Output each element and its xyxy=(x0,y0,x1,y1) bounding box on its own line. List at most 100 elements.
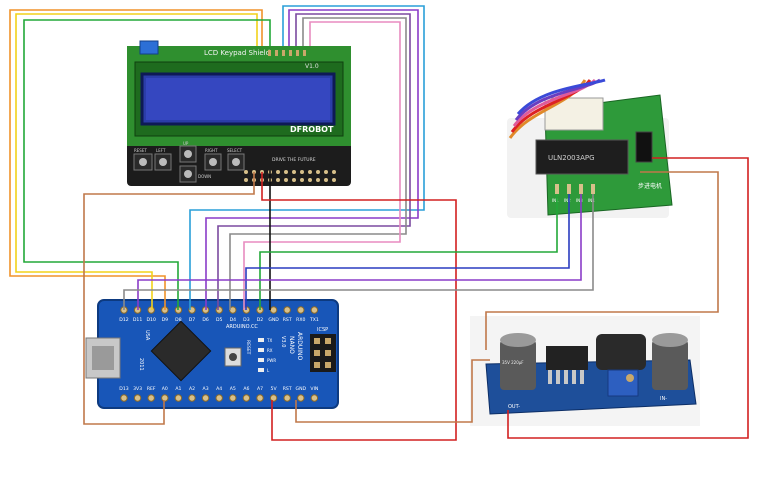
status-leds xyxy=(258,338,264,372)
power-jumper[interactable] xyxy=(635,131,653,163)
uln2003-chip xyxy=(535,139,629,175)
lcd-keypad-shield: LCD Keypad Shield DFROBOT V1.0 DRIVE THE… xyxy=(127,40,351,186)
wire-green-lcd xyxy=(23,19,271,310)
reset-label: RESET xyxy=(245,340,251,355)
pin-label-in4: IN4 xyxy=(588,198,595,203)
in-minus-label: IN- xyxy=(660,396,667,402)
nano-bottom-pin-label-ref: REF xyxy=(147,386,156,392)
wire-red-lcd xyxy=(261,172,457,441)
output-capacitor xyxy=(652,333,688,390)
nano-bottom-pin-label-a2: A2 xyxy=(189,386,195,392)
pin-label-in2: IN2 xyxy=(564,198,571,203)
nano-top-pin-label-d6: D6 xyxy=(202,317,209,323)
nano-bottom-pin-vin[interactable] xyxy=(310,394,319,402)
driver-board-label: 步进电机 xyxy=(638,182,662,190)
nano-bottom-pin-3v3[interactable] xyxy=(133,394,142,402)
nano-bottom-pin-a1[interactable] xyxy=(174,394,183,402)
nano-bottom-pin-a6[interactable] xyxy=(242,394,251,402)
nano-bottom-pin-label-5v: 5V xyxy=(271,386,278,392)
nano-top-pin-label-rx0: RX0 xyxy=(296,317,305,323)
nano-bottom-pin-label-gnd: GND xyxy=(296,386,307,392)
wire-orange xyxy=(9,9,263,310)
arduino-year: 2011 xyxy=(138,358,144,371)
nano-top-pin-rx0[interactable] xyxy=(297,306,305,314)
nano-top-pin-label-d7: D7 xyxy=(189,317,196,323)
select-key[interactable] xyxy=(227,153,245,171)
nano-top-pin-label-d11: D11 xyxy=(133,317,142,323)
nano-bottom-pin-d13[interactable] xyxy=(120,394,128,402)
nano-top-pin-gnd[interactable] xyxy=(269,306,278,314)
nano-bottom-pin-label-vin: VIN xyxy=(310,386,318,392)
led-label-l: L xyxy=(267,368,270,373)
nano-top-pin-label-d2: D2 xyxy=(257,317,264,323)
wire-purple xyxy=(205,9,419,310)
nano-bottom-pin-a7[interactable] xyxy=(256,394,264,402)
out-minus-label: OUT- xyxy=(508,404,520,410)
right-key[interactable] xyxy=(204,153,222,171)
wire-red-power xyxy=(507,157,749,439)
nano-bottom-pin-label-rst: RST xyxy=(283,386,292,392)
led-label-pwr: PWR xyxy=(267,358,276,363)
wire-purple-in3 xyxy=(137,194,582,310)
arduino-version: V3.0 xyxy=(280,336,286,347)
lcd-version-label: V1.0 xyxy=(305,63,319,70)
nano-bottom-pin-label-a3: A3 xyxy=(203,386,209,392)
trim-potentiometer[interactable] xyxy=(607,369,639,397)
wires xyxy=(9,5,749,441)
icsp-header xyxy=(310,334,336,372)
stepper-driver-board: ULN2003APG 步进电机 IN1 IN2 IN3 IN4 xyxy=(507,78,673,218)
nano-bottom-pin-gnd[interactable] xyxy=(297,394,305,402)
wire-pink xyxy=(243,21,401,310)
arduino-name: ARDUINO xyxy=(296,332,303,361)
up-key[interactable] xyxy=(179,145,197,163)
key-label-left: LEFT xyxy=(156,148,166,153)
nano-top-pin-d5[interactable] xyxy=(215,306,223,314)
nano-bottom-pin-a3[interactable] xyxy=(201,394,210,402)
nano-bottom-pin-a5[interactable] xyxy=(229,394,237,402)
wire-blue xyxy=(189,5,425,310)
nano-bottom-pin-label-a4: A4 xyxy=(216,386,222,392)
nano-bottom-pin-label-a5: A5 xyxy=(230,386,236,392)
nano-bottom-pin-label-a0: A0 xyxy=(162,386,168,392)
nano-top-pin-label-rst: RST xyxy=(283,317,292,323)
lcd-bottom-header xyxy=(244,170,336,182)
dfrobot-logo: DFROBOT xyxy=(290,125,334,134)
nano-bottom-pin-rst[interactable] xyxy=(283,394,291,402)
nano-top-pin-label-tx1: TX1 xyxy=(309,317,319,323)
potentiometer[interactable] xyxy=(139,40,159,55)
reset-key[interactable] xyxy=(133,153,153,171)
nano-bottom-pin-a4[interactable] xyxy=(215,394,223,402)
nano-bottom-pin-label-a1: A1 xyxy=(175,386,181,392)
down-key[interactable] xyxy=(179,165,197,183)
arduino-site: ARDUINO.CC xyxy=(226,324,258,330)
nano-bottom-pin-label-a7: A7 xyxy=(257,386,263,392)
buck-converter-module: 35V 220µF OUT- IN- xyxy=(470,316,700,426)
inductor xyxy=(596,334,646,370)
nano-top-pin-label-d12: D12 xyxy=(119,317,128,323)
wire-brown-gnd xyxy=(295,359,490,423)
nano-top-pin-rst[interactable] xyxy=(283,306,291,314)
dfrobot-tagline: DRIVE THE FUTURE xyxy=(272,157,316,163)
nano-top-pin-label-d8: D8 xyxy=(175,317,182,323)
nano-bottom-pin-label-3v3: 3V3 xyxy=(133,386,142,392)
wire-violet xyxy=(217,13,411,310)
capacitor-label: 35V 220µF xyxy=(502,360,524,365)
arduino-nano: ICSP ARDUINO NANO V3.0 2011 ARDUINO.CC U… xyxy=(85,299,339,409)
nano-top-pin-label-d9: D9 xyxy=(162,317,169,323)
arduino-usa: USA xyxy=(144,330,150,341)
nano-bottom-pin-5v[interactable] xyxy=(269,394,278,402)
led-label-tx: TX xyxy=(266,338,272,343)
left-key[interactable] xyxy=(154,153,172,171)
lcd-shield-title: LCD Keypad Shield xyxy=(204,49,270,57)
nano-bottom-pin-a2[interactable] xyxy=(188,394,196,402)
nano-bottom-pin-label-d13: D13 xyxy=(119,386,128,392)
wire-green-in1 xyxy=(259,194,558,310)
chip-label: ULN2003APG xyxy=(548,154,595,162)
nano-top-pin-tx1[interactable] xyxy=(310,306,319,314)
nano-bottom-pin-ref[interactable] xyxy=(147,394,155,402)
nano-top-pin-label-d3: D3 xyxy=(243,317,250,323)
wire-navy-in2 xyxy=(245,194,570,310)
icsp-label: ICSP xyxy=(317,327,328,333)
nano-top-pin-label-d5: D5 xyxy=(216,317,223,323)
